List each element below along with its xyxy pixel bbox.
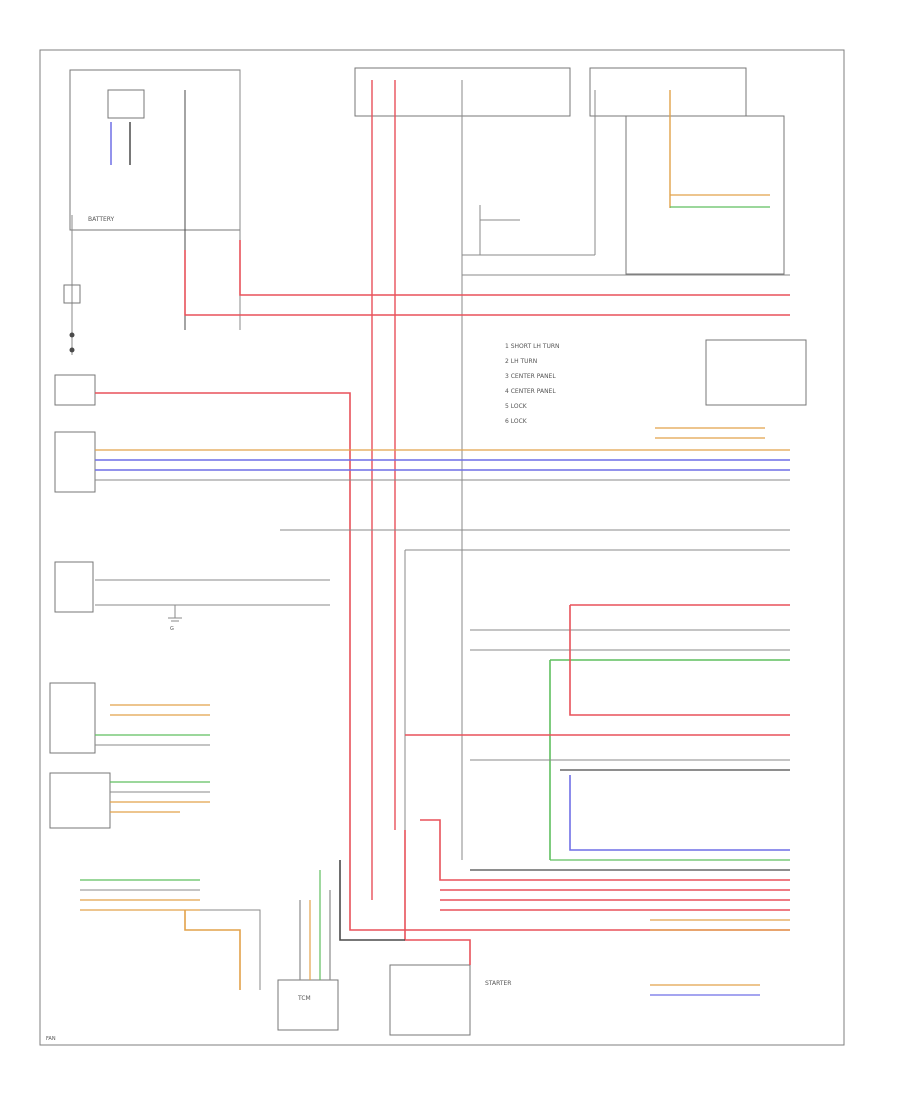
center-feed (462, 205, 595, 256)
ground-label: G (170, 626, 174, 632)
battery-label: BATTERY (88, 216, 115, 223)
starter-label: STARTER (485, 980, 511, 987)
right-switch-wiring (405, 604, 790, 996)
red-feed-lines (184, 194, 790, 316)
starter: STARTER (339, 830, 511, 1036)
data-bus (95, 392, 790, 931)
legend-item-5: 5 LOCK (505, 403, 528, 410)
fuse-box-left (69, 69, 241, 231)
lower-left-modules (49, 561, 210, 911)
selector-lever: TCM (184, 870, 339, 1031)
fuse-box-right (589, 67, 785, 275)
legend-item-6: 6 LOCK (505, 418, 528, 425)
legend: 1 SHORT LH TURN 2 LH TURN 3 CENTER PANEL… (505, 343, 560, 425)
top-fuse-stubs (110, 70, 671, 900)
legend-item-4: 4 CENTER PANEL (505, 388, 556, 395)
battery-column: BATTERY (54, 215, 115, 493)
tcm-label: TCM (297, 995, 311, 1002)
ground-symbol: G (168, 605, 182, 632)
right-modules (705, 339, 807, 406)
diagram-frame (39, 49, 845, 1046)
page-id: FAN (46, 1036, 56, 1042)
legend-item-2: 2 LH TURN (505, 358, 537, 365)
legend-item-1: 1 SHORT LH TURN (505, 343, 560, 350)
legend-item-3: 3 CENTER PANEL (505, 373, 556, 380)
